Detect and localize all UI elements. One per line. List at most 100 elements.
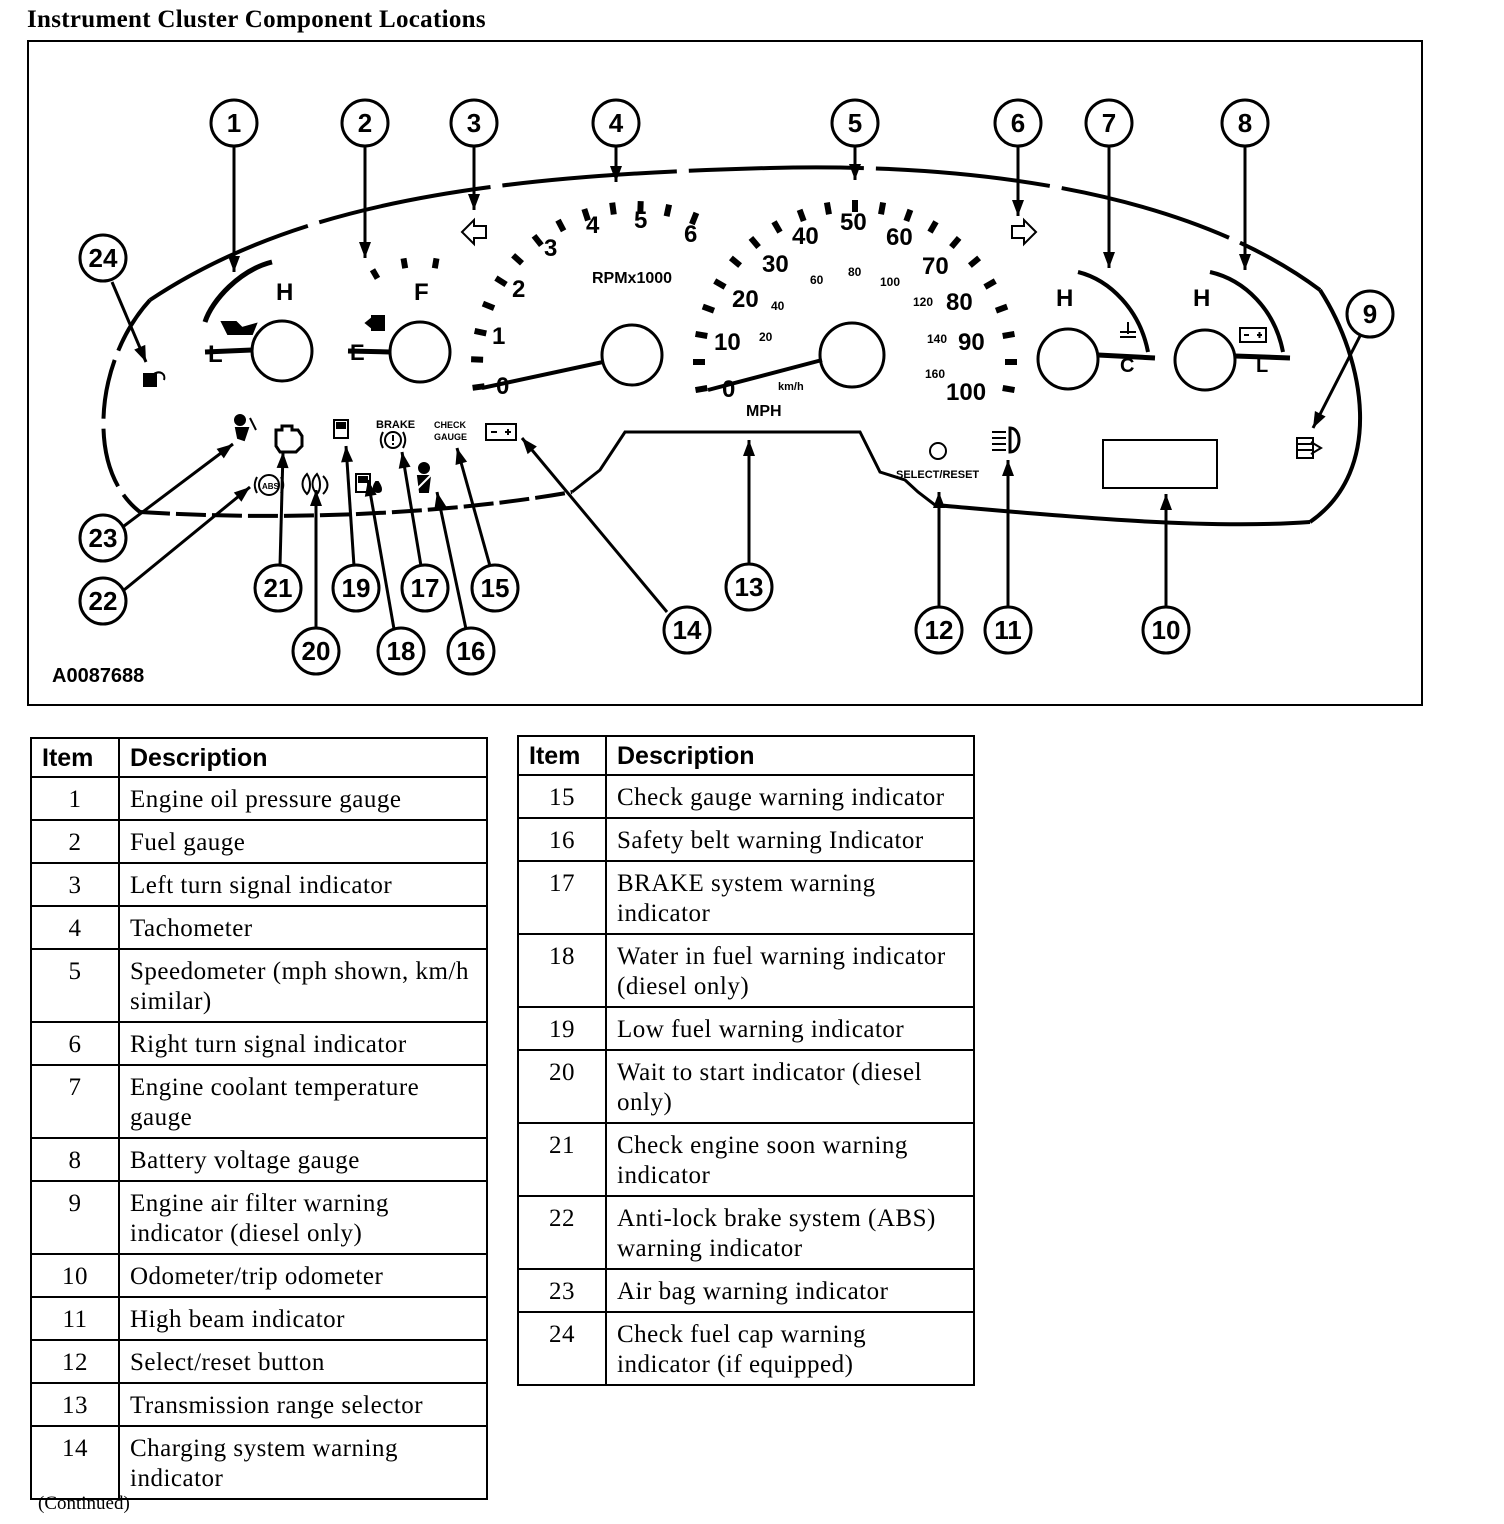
leader-arrowhead-18 xyxy=(364,480,377,497)
select-reset-label: SELECT/RESET xyxy=(896,469,979,481)
oil-gauge-hub xyxy=(250,319,314,383)
callout-5: 5 xyxy=(830,98,880,148)
callout-circle xyxy=(376,626,426,676)
speedo-kmh-160: 160 xyxy=(925,367,945,381)
speedo-kmh-140: 140 xyxy=(927,332,947,346)
callout-number: 10 xyxy=(1152,615,1181,645)
brake-warning-icon xyxy=(379,431,407,449)
tachometer-tick-mark xyxy=(531,233,544,248)
item-number: 16 xyxy=(517,817,607,862)
oil-gauge-arc xyxy=(202,259,273,323)
cluster-outline-bottom-right xyxy=(934,503,1311,527)
callout-10: 10 xyxy=(1141,605,1191,655)
item-number: 15 xyxy=(517,774,607,819)
brake-indicator-text: BRAKE xyxy=(376,419,415,431)
leader-arrowhead-15 xyxy=(455,448,468,466)
speedometer-tick-mark xyxy=(771,220,783,234)
oil-can-icon xyxy=(220,321,258,335)
coolant-gauge-hub xyxy=(1036,327,1100,391)
gauge-indicator-text: GAUGE xyxy=(434,432,467,442)
callout-number: 18 xyxy=(387,636,416,666)
speedometer-tick-mark xyxy=(701,303,716,314)
leader-arrowhead-9 xyxy=(1313,411,1326,428)
item-number: 8 xyxy=(30,1137,120,1182)
speedo-tick-50: 50 xyxy=(840,209,867,236)
speedo-tick-100: 100 xyxy=(946,379,986,406)
oil-gauge-high-label: H xyxy=(276,279,293,306)
fuel-gauge-needle xyxy=(347,348,391,355)
callout-circle xyxy=(662,605,712,655)
odometer-display xyxy=(1102,439,1218,489)
callout-1: 1 xyxy=(209,98,259,148)
callout-circle xyxy=(446,626,496,676)
speedo-kmh-100: 100 xyxy=(880,275,900,289)
tachometer-tick-mark xyxy=(481,300,496,311)
callout-number: 23 xyxy=(89,523,118,553)
callout-11: 11 xyxy=(983,605,1033,655)
callout-number: 17 xyxy=(411,573,440,603)
callout-number: 8 xyxy=(1238,108,1252,138)
callout-22: 22 xyxy=(78,576,128,626)
speedo-unit-kmh: km/h xyxy=(778,381,804,393)
item-description: Left turn signal indicator xyxy=(118,862,488,907)
speedometer-tick-mark xyxy=(949,235,962,250)
callout-circle xyxy=(209,98,259,148)
leader-arrowhead-22 xyxy=(233,487,250,502)
item-number: 12 xyxy=(30,1339,120,1384)
coolant-temperature-icon xyxy=(1120,322,1136,338)
callout-number: 4 xyxy=(609,108,624,138)
item-description: Tachometer xyxy=(118,905,488,950)
speedo-tick-10: 10 xyxy=(714,329,741,356)
fuel-gauge-empty-label: E xyxy=(350,340,365,365)
speedo-tick-80: 80 xyxy=(946,289,973,316)
instrument-cluster-diagram: H L F E H C H L 0 1 2 3 4 5 6 RPMx1000 0… xyxy=(52,98,1395,687)
oil-gauge-low-label: L xyxy=(208,341,223,368)
leader-line-15 xyxy=(455,447,492,567)
leader-arrowhead-10 xyxy=(1160,494,1172,510)
callout-number: 21 xyxy=(264,573,293,603)
item-description: Transmission range selector xyxy=(118,1382,488,1427)
speedometer-tick-mark xyxy=(728,255,743,268)
item-number: 7 xyxy=(30,1064,120,1139)
leader-arrowhead-8 xyxy=(1239,254,1251,270)
callout-number: 12 xyxy=(925,615,954,645)
speedo-kmh-40: 40 xyxy=(771,299,785,313)
cluster-outline-right xyxy=(1308,288,1363,524)
speedometer-tick-mark xyxy=(994,303,1009,314)
leader-line-21 xyxy=(278,451,285,567)
fuel-gauge-hub xyxy=(388,320,452,384)
leader-arrowhead-3 xyxy=(468,194,480,210)
coolant-gauge-low-label: C xyxy=(1120,355,1134,377)
item-description: High beam indicator xyxy=(118,1296,488,1341)
leader-arrowhead-13 xyxy=(743,440,755,456)
fuel-pump-icon xyxy=(364,315,385,331)
item-description: Engine oil pressure gauge xyxy=(118,776,488,821)
item-number: 13 xyxy=(30,1382,120,1427)
callout-circle xyxy=(78,233,128,283)
callout-18: 18 xyxy=(376,626,426,676)
leader-line-18 xyxy=(366,479,396,630)
callout-9: 9 xyxy=(1345,289,1395,339)
callout-20: 20 xyxy=(291,626,341,676)
item-number: 23 xyxy=(517,1268,607,1313)
transmission-display-outline xyxy=(571,430,936,507)
tachometer-tick-mark xyxy=(494,275,508,288)
cluster-outline-top xyxy=(148,165,1322,302)
callout-number: 9 xyxy=(1363,299,1377,329)
figure-id: A0087688 xyxy=(52,665,144,687)
leader-arrowhead-20 xyxy=(310,490,322,506)
tach-tick-3: 3 xyxy=(544,235,557,262)
item-description: Select/reset button xyxy=(118,1339,488,1384)
